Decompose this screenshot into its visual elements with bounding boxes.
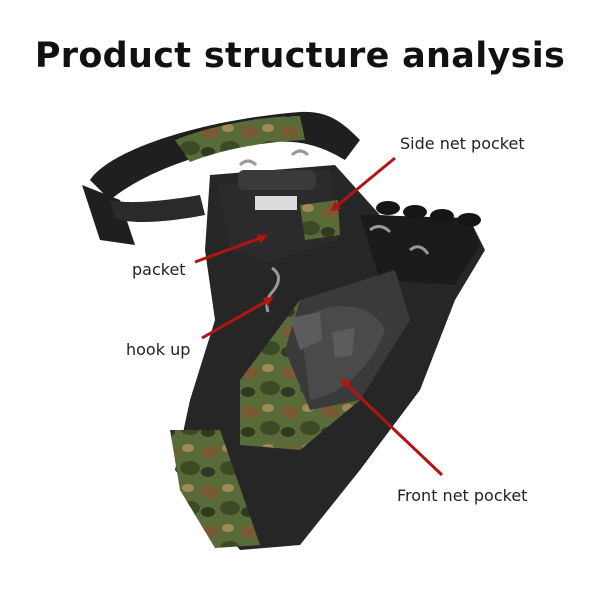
tube-caps xyxy=(376,201,481,227)
page-title: Product structure analysis xyxy=(34,36,566,76)
arrow-packet xyxy=(194,234,268,264)
label-packet: packet xyxy=(132,260,186,279)
packet-pouch xyxy=(218,170,340,262)
arrow-hook-up xyxy=(201,296,274,340)
arrow-side-net-pocket xyxy=(330,156,396,212)
label-hook-up: hook up xyxy=(126,340,191,359)
front-net-pocket xyxy=(240,270,410,450)
annotation-arrows xyxy=(194,156,444,477)
shoulder-strap xyxy=(82,111,360,245)
label-front-net-pocket: Front net pocket xyxy=(397,486,528,505)
label-side-net-pocket: Side net pocket xyxy=(400,134,525,153)
arrow-front-net-pocket xyxy=(340,378,444,477)
